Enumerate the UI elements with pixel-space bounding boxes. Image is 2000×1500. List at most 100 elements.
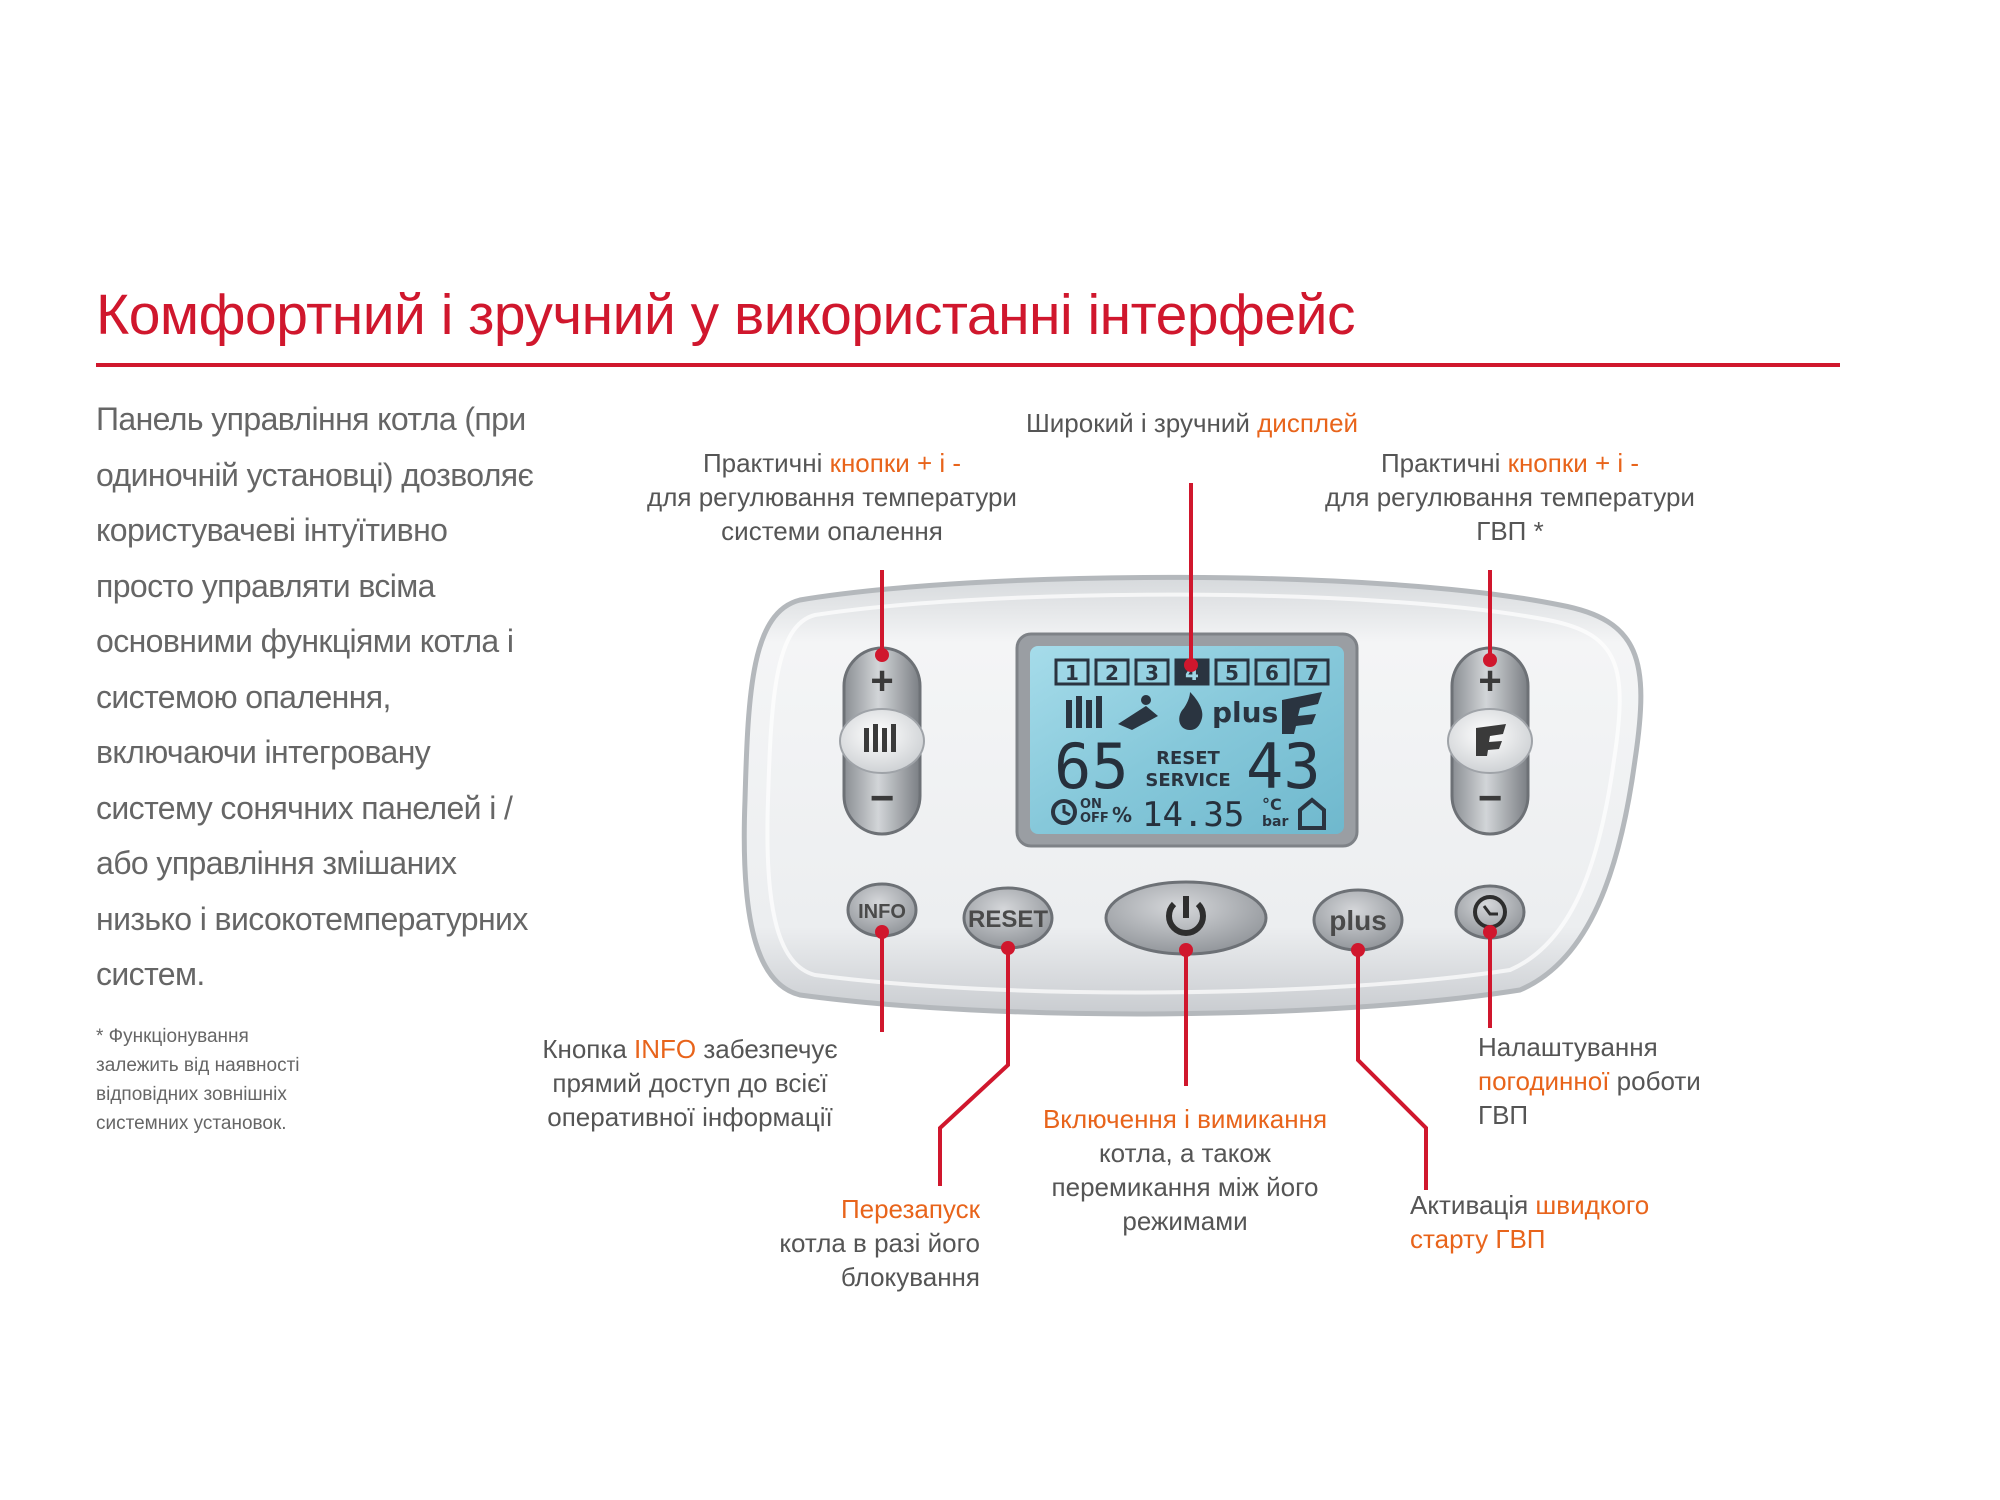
callout-display-highlight: дисплей <box>1257 408 1359 438</box>
callout-power: Включення і вимикання котла, а також пер… <box>1010 1102 1360 1238</box>
lcd-unit-bar: bar <box>1262 814 1288 830</box>
intro-line: Панель управління котла (при <box>96 401 526 437</box>
lcd-box-label: 7 <box>1305 661 1319 685</box>
heating-rocker: + − <box>839 646 925 836</box>
lcd-box-label: 3 <box>1145 661 1159 685</box>
dhw-minus-button[interactable]: − <box>1478 774 1503 821</box>
heating-minus-button[interactable]: − <box>870 774 895 821</box>
intro-line: системою опалення, <box>96 678 391 715</box>
callout-text: оперативної інформації <box>547 1102 833 1132</box>
callout-reset: Перезапуск котла в разі його блокування <box>730 1192 980 1294</box>
callout-text: забезпечує <box>696 1034 838 1064</box>
callout-text: прямий доступ до всієї <box>552 1068 828 1098</box>
callout-text: Практичні <box>1380 448 1508 478</box>
callout-text: роботи <box>1609 1066 1701 1096</box>
callout-text: для регулювання температури <box>1325 482 1695 512</box>
callout-dhw-buttons: Практичні кнопки + і - для регулювання т… <box>1300 446 1720 548</box>
footnote: * Функціонування залежить від наявності … <box>96 1022 396 1138</box>
reset-button-label: RESET <box>968 906 1048 933</box>
callout-highlight: Включення і вимикання <box>1042 1104 1328 1134</box>
callout-text: блокування <box>840 1262 980 1292</box>
callout-text: системи опалення <box>721 516 943 546</box>
lcd-box-label: 4 <box>1185 661 1199 685</box>
callout-highlight: Перезапуск <box>840 1194 980 1224</box>
callout-heating-buttons: Практичні кнопки + і - для регулювання т… <box>622 446 1042 548</box>
heating-radiator-icon <box>864 724 896 752</box>
footnote-line: системних установок. <box>96 1113 287 1134</box>
intro-line: включаючи інтегровану <box>96 734 431 770</box>
callout-text: режимами <box>1122 1206 1248 1236</box>
lcd-off-label: OFF <box>1080 811 1109 826</box>
tap-icon <box>1282 692 1322 734</box>
power-button[interactable] <box>1104 880 1268 956</box>
lcd-plus-label: plus <box>1212 696 1278 729</box>
lcd-box-label: 2 <box>1105 661 1119 685</box>
lcd-percent-label: % <box>1112 803 1132 827</box>
callout-highlight: кнопки + і - <box>1507 448 1640 478</box>
title-divider <box>96 363 1840 367</box>
callout-display-text: Широкий і зручний <box>1025 408 1258 438</box>
callout-text: Налаштування <box>1478 1032 1658 1062</box>
callout-text: перемикання між його <box>1051 1172 1319 1202</box>
lcd-clock-value: 14.35 <box>1142 795 1244 835</box>
callout-info: Кнопка INFO забезпечує прямий доступ до … <box>520 1032 860 1134</box>
intro-line: систем. <box>96 956 205 992</box>
callout-highlight: кнопки + і - <box>829 448 962 478</box>
lcd-service-label: SERVICE <box>1145 770 1230 791</box>
lcd-digit-boxes: 1 2 3 4 5 6 7 <box>1054 658 1330 686</box>
callout-text: ГВП <box>1478 1100 1529 1130</box>
lcd-box-label: 1 <box>1065 661 1079 685</box>
intro-line: основними функціями котла і <box>96 623 514 659</box>
callout-text: Кнопка <box>542 1034 635 1064</box>
intro-line: систему сонячних панелей і / <box>96 789 513 826</box>
callout-display: Широкий і зручний дисплей <box>982 406 1402 440</box>
callout-highlight: швидкого <box>1535 1190 1650 1220</box>
dhw-plus-button[interactable]: + <box>1478 659 1501 703</box>
callout-text: котла в разі його <box>779 1228 980 1258</box>
intro-line: одиночній установці) дозволяє <box>96 456 534 493</box>
house-icon <box>1298 797 1326 830</box>
solar-icon <box>1118 695 1158 730</box>
lcd-unit-c: °C <box>1262 795 1282 814</box>
callout-highlight: погодинної <box>1478 1066 1610 1096</box>
footnote-line: відповідних зовнішніх <box>96 1084 287 1105</box>
intro-line: користувачеві інтуїтивно <box>96 512 448 548</box>
power-icon <box>1166 901 1206 937</box>
heating-plus-button[interactable]: + <box>870 659 893 703</box>
callout-text: Активація <box>1410 1190 1536 1220</box>
plus-mode-button[interactable]: plus <box>1312 888 1404 952</box>
lcd-on-label: ON <box>1080 797 1102 812</box>
footnote-line: залежить від наявності <box>96 1055 300 1076</box>
footnote-line: * Функціонування <box>96 1026 249 1047</box>
callout-highlight: старту ГВП <box>1410 1224 1546 1254</box>
lcd-box-label: 6 <box>1265 661 1279 685</box>
lcd-screen <box>1030 646 1344 834</box>
intro-paragraph: Панель управління котла (при одиночній у… <box>96 392 616 1003</box>
callout-quick-start: Активація швидкого старту ГВП <box>1410 1188 1740 1256</box>
clock-icon <box>1051 799 1077 825</box>
callout-highlight: INFO <box>634 1034 697 1064</box>
dhw-tap-icon <box>1476 724 1506 756</box>
lcd-dhw-temp: 43 <box>1246 730 1321 803</box>
schedule-button[interactable] <box>1454 884 1526 940</box>
plus-button-label: plus <box>1329 905 1387 936</box>
intro-line: або управління змішаних <box>96 845 457 881</box>
lcd-heating-temp: 65 <box>1054 730 1129 803</box>
callout-text: для регулювання температури <box>647 482 1017 512</box>
callout-text: котла, а також <box>1099 1138 1271 1168</box>
lcd-box-label: 5 <box>1225 661 1239 685</box>
info-button-label: INFO <box>858 901 906 923</box>
info-button[interactable]: INFO <box>846 882 918 938</box>
radiator-icon <box>1066 696 1102 728</box>
reset-button[interactable]: RESET <box>962 886 1054 950</box>
page-title: Комфортний і зручний у використанні інте… <box>96 283 1355 347</box>
intro-line: низько і високотемпературних <box>96 900 528 937</box>
callout-text: ГВП * <box>1476 516 1544 546</box>
lcd-reset-label: RESET <box>1156 748 1220 769</box>
intro-line: просто управляти всіма <box>96 567 435 604</box>
flame-icon <box>1179 692 1203 730</box>
callout-weather: Налаштування погодинної роботи ГВП <box>1478 1030 1778 1132</box>
callout-text: Практичні <box>702 448 830 478</box>
dhw-rocker: + − <box>1447 646 1533 836</box>
